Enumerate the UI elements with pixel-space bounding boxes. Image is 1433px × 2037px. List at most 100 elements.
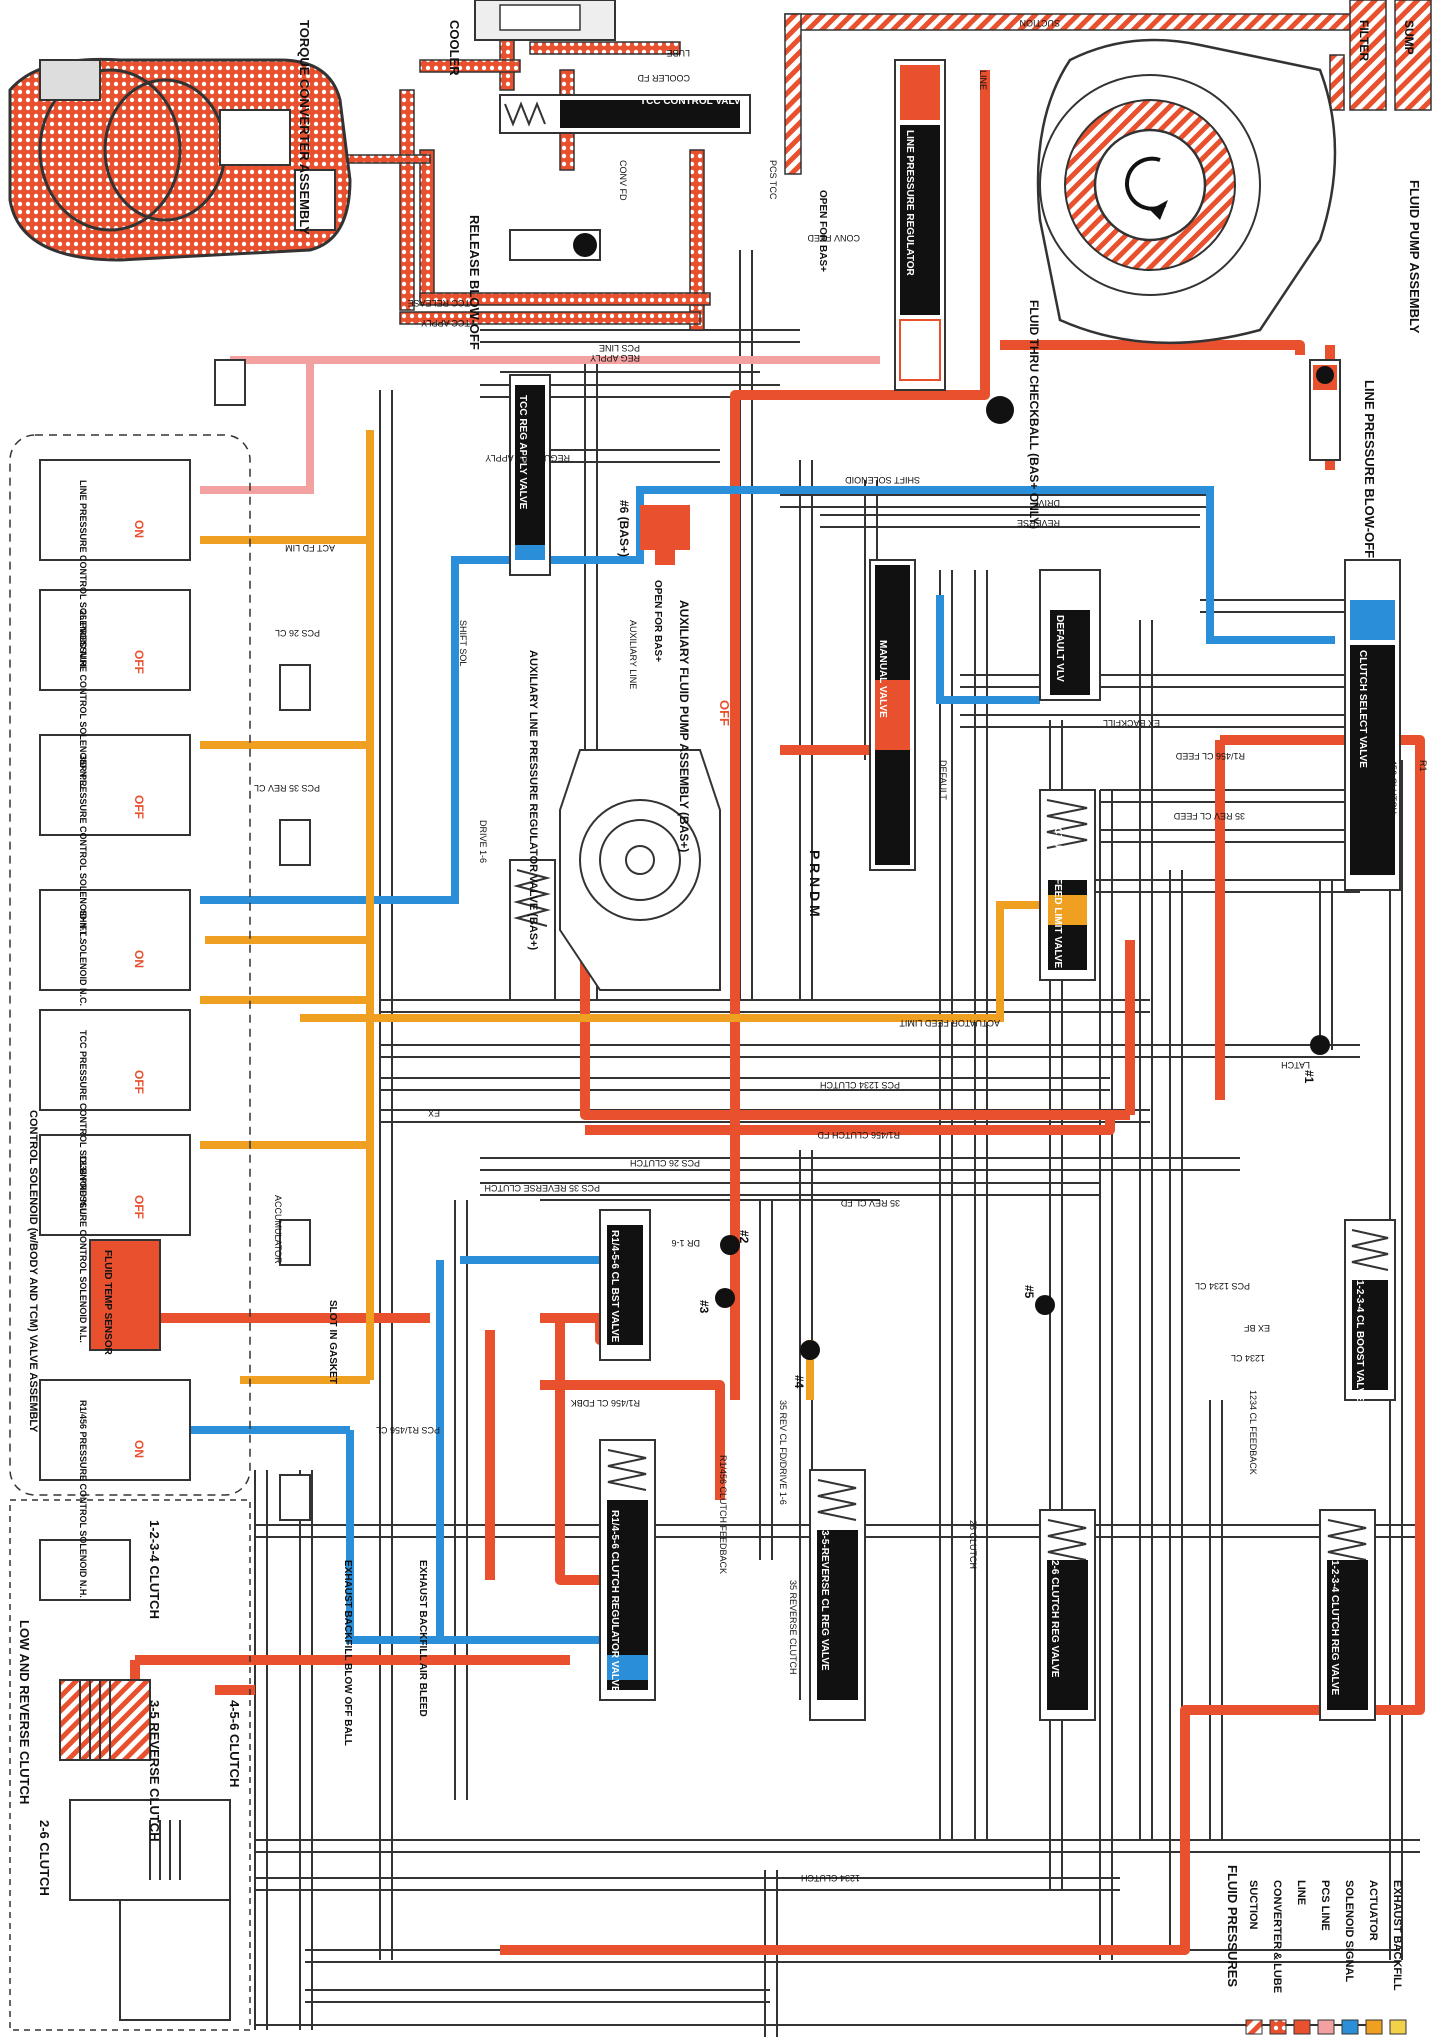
passage-label: REGULATED APPLY bbox=[485, 453, 570, 463]
clutch-pack-assembly bbox=[9, 1499, 251, 2031]
open-for-bas-label-2: OPEN FOR BAS+ bbox=[652, 580, 663, 662]
suction-paths bbox=[784, 0, 1432, 175]
valve-label-cl1234_boost: 1-2-3-4 CL BOOST VALVE bbox=[1354, 1280, 1365, 1401]
auxiliary-fluid-pump-assembly bbox=[509, 749, 721, 1001]
legend-label: CONVERTER & LUBE bbox=[1271, 1880, 1283, 1993]
1234-cl-boost-valve bbox=[1344, 1219, 1396, 1401]
passage-label: 1234 CL bbox=[1231, 1353, 1265, 1363]
fluid-thru-checkball-title: FLUID THRU CHECKBALL (BAS+ ONLY) bbox=[1027, 300, 1041, 529]
manual-valve bbox=[869, 559, 916, 871]
checkball-label: #1 bbox=[1302, 1070, 1316, 1084]
clutch-label: 4-5-6 CLUTCH bbox=[227, 1700, 242, 1787]
passage-label: DRIVE 1-6 bbox=[478, 820, 488, 863]
passage-label: PCS TCC bbox=[768, 160, 778, 200]
valve-label-manual: MANUAL VALVE bbox=[877, 640, 888, 718]
passage-label: CONV FD bbox=[618, 160, 628, 201]
passage-label: SHIFT SOLENOID bbox=[845, 475, 920, 485]
valve-label-clutch_select: CLUTCH SELECT VALVE bbox=[1357, 650, 1368, 768]
legend-swatch bbox=[1293, 2019, 1311, 2035]
exhaust-backfill-air-bleed-label: EXHAUST BACKFILL AIR BLEED bbox=[417, 1560, 428, 1717]
valve-label-default: DEFAULT VLV bbox=[1054, 615, 1065, 682]
passage-label: SHIFT SOL bbox=[458, 620, 468, 666]
sump-title: SUMP bbox=[1402, 20, 1416, 55]
diagram-labels: TORQUE CONVERTER ASSEMBLY COOLER FILTER … bbox=[27, 20, 1422, 1746]
fluid-pump-title: FLUID PUMP ASSEMBLY bbox=[1407, 180, 1422, 334]
passage-label: R1 bbox=[1418, 760, 1428, 772]
solenoid-state: OFF bbox=[132, 1070, 146, 1094]
passage-label: PCS R1/456 CL bbox=[376, 1425, 440, 1435]
passage-label: SUCTION bbox=[1020, 18, 1061, 28]
solenoid-name: SHIFT SOLENOID N.C. bbox=[78, 910, 88, 1006]
valve-label-r1456_boost: R1/4-5-6 CL BST VALVE bbox=[609, 1230, 620, 1343]
passage-label: PCS 35 REVERSE CLUTCH bbox=[484, 1183, 600, 1193]
solenoid-name: 26 PRESSURE CONTROL SOLENOID N.L. bbox=[78, 610, 88, 788]
passage-label: DEFAULT bbox=[938, 760, 948, 800]
passage-label: R1/456 CLUTCH FEEDBACK bbox=[718, 1455, 728, 1574]
solenoid-labels: LINE PRESSURE CONTROL SOLENOID N.H. ON 26 … bbox=[78, 480, 146, 1598]
passage-label: PCS 26 CLUTCH bbox=[630, 1158, 700, 1168]
passage-label: LATCH bbox=[1281, 1060, 1310, 1070]
passage-label: 35 REVERSE CLUTCH bbox=[788, 1580, 798, 1675]
passage-label: 35 REV CL FEED bbox=[1173, 811, 1245, 821]
clutch-label: 1-2-3-4 CLUTCH bbox=[147, 1520, 162, 1619]
valve-label-line_pressure_regulator: LINE PRESSURE REGULATOR bbox=[904, 130, 915, 277]
solenoid-signal-paths bbox=[190, 486, 1335, 1644]
line-pressure-blowoff bbox=[1309, 359, 1341, 461]
passage-label: 1234 CL FEEDBACK bbox=[1248, 1390, 1258, 1475]
passage-label: TCC APPLY bbox=[421, 318, 470, 328]
valve-label-tcc_reg_apply: TCC REG APPLY VALVE bbox=[517, 395, 528, 510]
passage-network bbox=[254, 250, 1420, 2037]
valve-label-r1456_reg: R1/4-5-6 CLUTCH REGULATOR VALVE bbox=[609, 1510, 620, 1693]
valve-label-tcc_control: TCC CONTROL VALVE bbox=[640, 96, 748, 107]
passage-label: ACCUMULATOR bbox=[273, 1195, 283, 1264]
torque-converter-assembly bbox=[8, 57, 352, 262]
passage-label: EX BF bbox=[1243, 1323, 1270, 1333]
aux-pump-title: AUXILIARY FLUID PUMP ASSEMBLY (BAS+) bbox=[677, 600, 691, 852]
checkball-6-bas bbox=[640, 505, 690, 565]
passage-label: R1/456 CL FDBK bbox=[571, 1398, 640, 1408]
passage-label: EX BACKFILL bbox=[1103, 718, 1160, 728]
accumulators bbox=[214, 359, 311, 1521]
valve-label-cl1234_reg: 1-2-3-4 CLUTCH REG VALVE bbox=[1329, 1560, 1340, 1696]
valve-label-actuator_feed_limit: ACTUATOR FEED LIMIT VALVE bbox=[1052, 820, 1063, 968]
solenoid-state: ON bbox=[132, 950, 146, 968]
fluid-pump-assembly bbox=[1036, 38, 1337, 345]
legend-swatch bbox=[1269, 2019, 1287, 2035]
passage-label: REG APPLY bbox=[590, 353, 640, 363]
passage-label: ACT FD LIM bbox=[285, 543, 335, 553]
solenoid-name: 35R PRESSURE CONTROL SOLENOID N.L. bbox=[78, 755, 88, 939]
slot-in-gasket-label: SLOT IN GASKET bbox=[327, 1300, 338, 1384]
passage-label: PCS 1234 CL bbox=[1195, 1281, 1250, 1291]
exhaust-backfill-blowoff-label: EXHAUST BACKFILL BLOW OFF BALL bbox=[342, 1560, 353, 1746]
filter-title: FILTER bbox=[1357, 20, 1371, 61]
passage-label: AUXILIARY LINE bbox=[628, 620, 638, 689]
26-clutch-reg-valve bbox=[1039, 1509, 1096, 1721]
passage-label: REVERSE bbox=[1017, 518, 1060, 528]
35-reverse-clutch-regulator-valve bbox=[809, 1469, 866, 1721]
passage-label: LINE bbox=[978, 70, 988, 90]
checkball-label: #6 (BAS+) bbox=[617, 500, 631, 557]
release-blowoff-title: RELEASE BLOW-OFF bbox=[467, 215, 482, 350]
solenoid-name: LINE PRESSURE CONTROL SOLENOID N.H. bbox=[78, 480, 88, 669]
passage-label: ACTUATOR FEED LIMIT bbox=[899, 1018, 1000, 1028]
legend-label: PCS LINE bbox=[1319, 1880, 1331, 1931]
solenoid-state: OFF bbox=[132, 795, 146, 819]
aux-regulator-title: AUXILIARY LINE PRESSURE REGULATOR VALVE … bbox=[527, 650, 539, 951]
clutch-select-valve bbox=[1344, 559, 1401, 891]
passage-label: PCS 35 REV CL bbox=[254, 783, 320, 793]
solenoid-name: R1/456 PRESSURE CONTROL SOLENOID N.H. bbox=[78, 1400, 88, 1598]
passage-label: COOLER FD bbox=[637, 73, 690, 83]
valve-labels: TCC CONTROL VALVE LINE PRESSURE REGULATOR… bbox=[517, 96, 1368, 1696]
legend-label: EXHAUST BACKFILL bbox=[1391, 1880, 1403, 1991]
default-valve bbox=[1039, 569, 1101, 701]
clutch-label: 3-5 REVERSE CLUTCH bbox=[147, 1700, 162, 1842]
legend-label: LINE bbox=[1295, 1880, 1307, 1905]
line-pressure-regulator-valve bbox=[894, 59, 946, 391]
actuator-feed-limit-valve bbox=[1039, 789, 1096, 981]
open-for-bas-label-1: OPEN FOR BAS+ bbox=[817, 190, 828, 272]
checkball-markers bbox=[715, 1035, 1330, 1360]
legend-label: SOLENOID SIGNAL bbox=[1343, 1880, 1355, 1982]
aux-pump-state: OFF bbox=[717, 700, 732, 726]
